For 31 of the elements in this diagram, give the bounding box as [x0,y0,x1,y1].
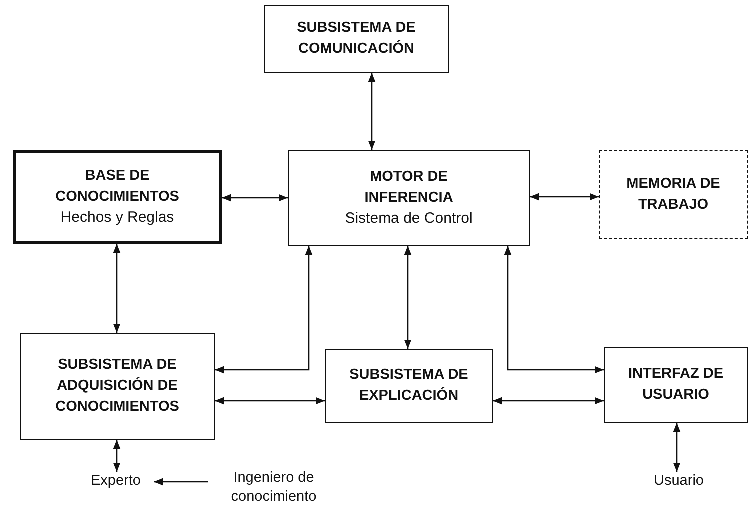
arrow [113,440,121,472]
arrow [673,423,681,472]
box-subtitle: Sistema de Control [345,209,473,229]
box-title: MEMORIA DE TRABAJO [626,174,722,214]
arrow [154,478,208,486]
box-title: SUBSISTEMA DE ADQUISICIÓN DE CONOCIMIENTOS [54,356,180,417]
box-title: MOTOR DE INFERENCIA [364,168,454,208]
arrow [504,246,604,374]
process-box [604,347,748,423]
node-label: Usuario [640,472,718,494]
process-box [20,333,215,440]
box-title: SUBSISTEMA DE EXPLICACIÓN [348,366,470,406]
arrow [368,73,376,150]
process-box [325,349,493,423]
box-subtitle: Hechos y Reglas [60,208,174,228]
process-box [288,150,530,246]
process-box [13,150,222,244]
arrow [493,397,604,405]
arrow [215,397,325,405]
box-title: INTERFAZ DE USUARIO [627,365,725,405]
dashed-process-box [599,150,748,239]
box-title: SUBSISTEMA DE COMUNICACIÓN [296,19,417,59]
node-label: Ingeniero de conocimiento [208,469,340,511]
box-title: BASE DE CONOCIMIENTOS [54,167,180,207]
arrow [113,244,121,333]
arrow [215,246,313,374]
arrow [222,194,288,202]
process-box [264,5,449,73]
arrow [530,193,599,201]
arrow [404,246,412,349]
node-label: Experto [78,472,154,494]
